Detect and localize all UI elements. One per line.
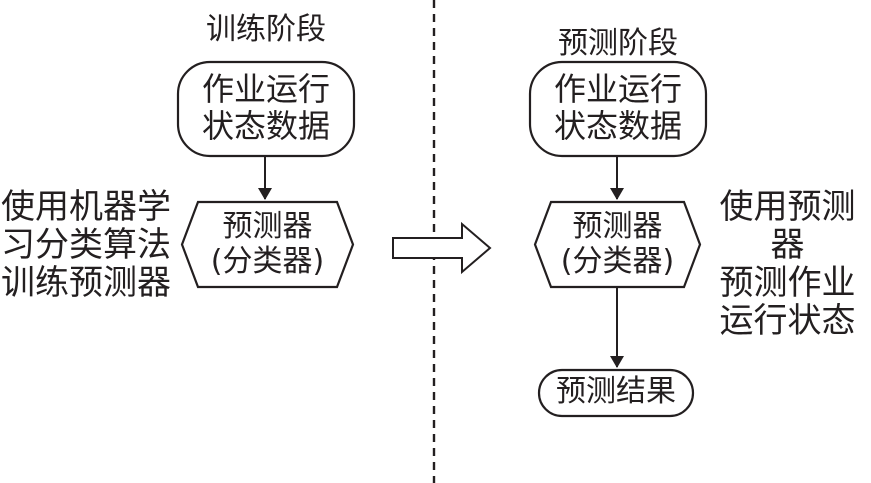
transition-arrow-icon	[392, 221, 492, 275]
predict-data-node-label: 作业运行 状态数据	[553, 70, 682, 146]
train-side-note: 使用机器学 习分类算法 训练预测器	[1, 187, 171, 304]
predict-side-note: 使用预测器 预测作业 运行状态	[719, 187, 856, 342]
train-phase-title: 训练阶段	[206, 12, 326, 47]
predict-phase-title: 预测阶段	[558, 26, 678, 61]
predict-result-node-shape	[537, 368, 695, 418]
train-data-node-label: 作业运行 状态数据	[201, 70, 330, 146]
predict-result-node-label: 预测结果	[556, 374, 676, 409]
train-model-node-shape	[180, 200, 355, 289]
train-model-node-label: 预测器 (分类器)	[210, 209, 325, 280]
predict-model-node-shape	[533, 200, 702, 289]
predict-model-node-label: 预测器 (分类器)	[560, 209, 675, 280]
